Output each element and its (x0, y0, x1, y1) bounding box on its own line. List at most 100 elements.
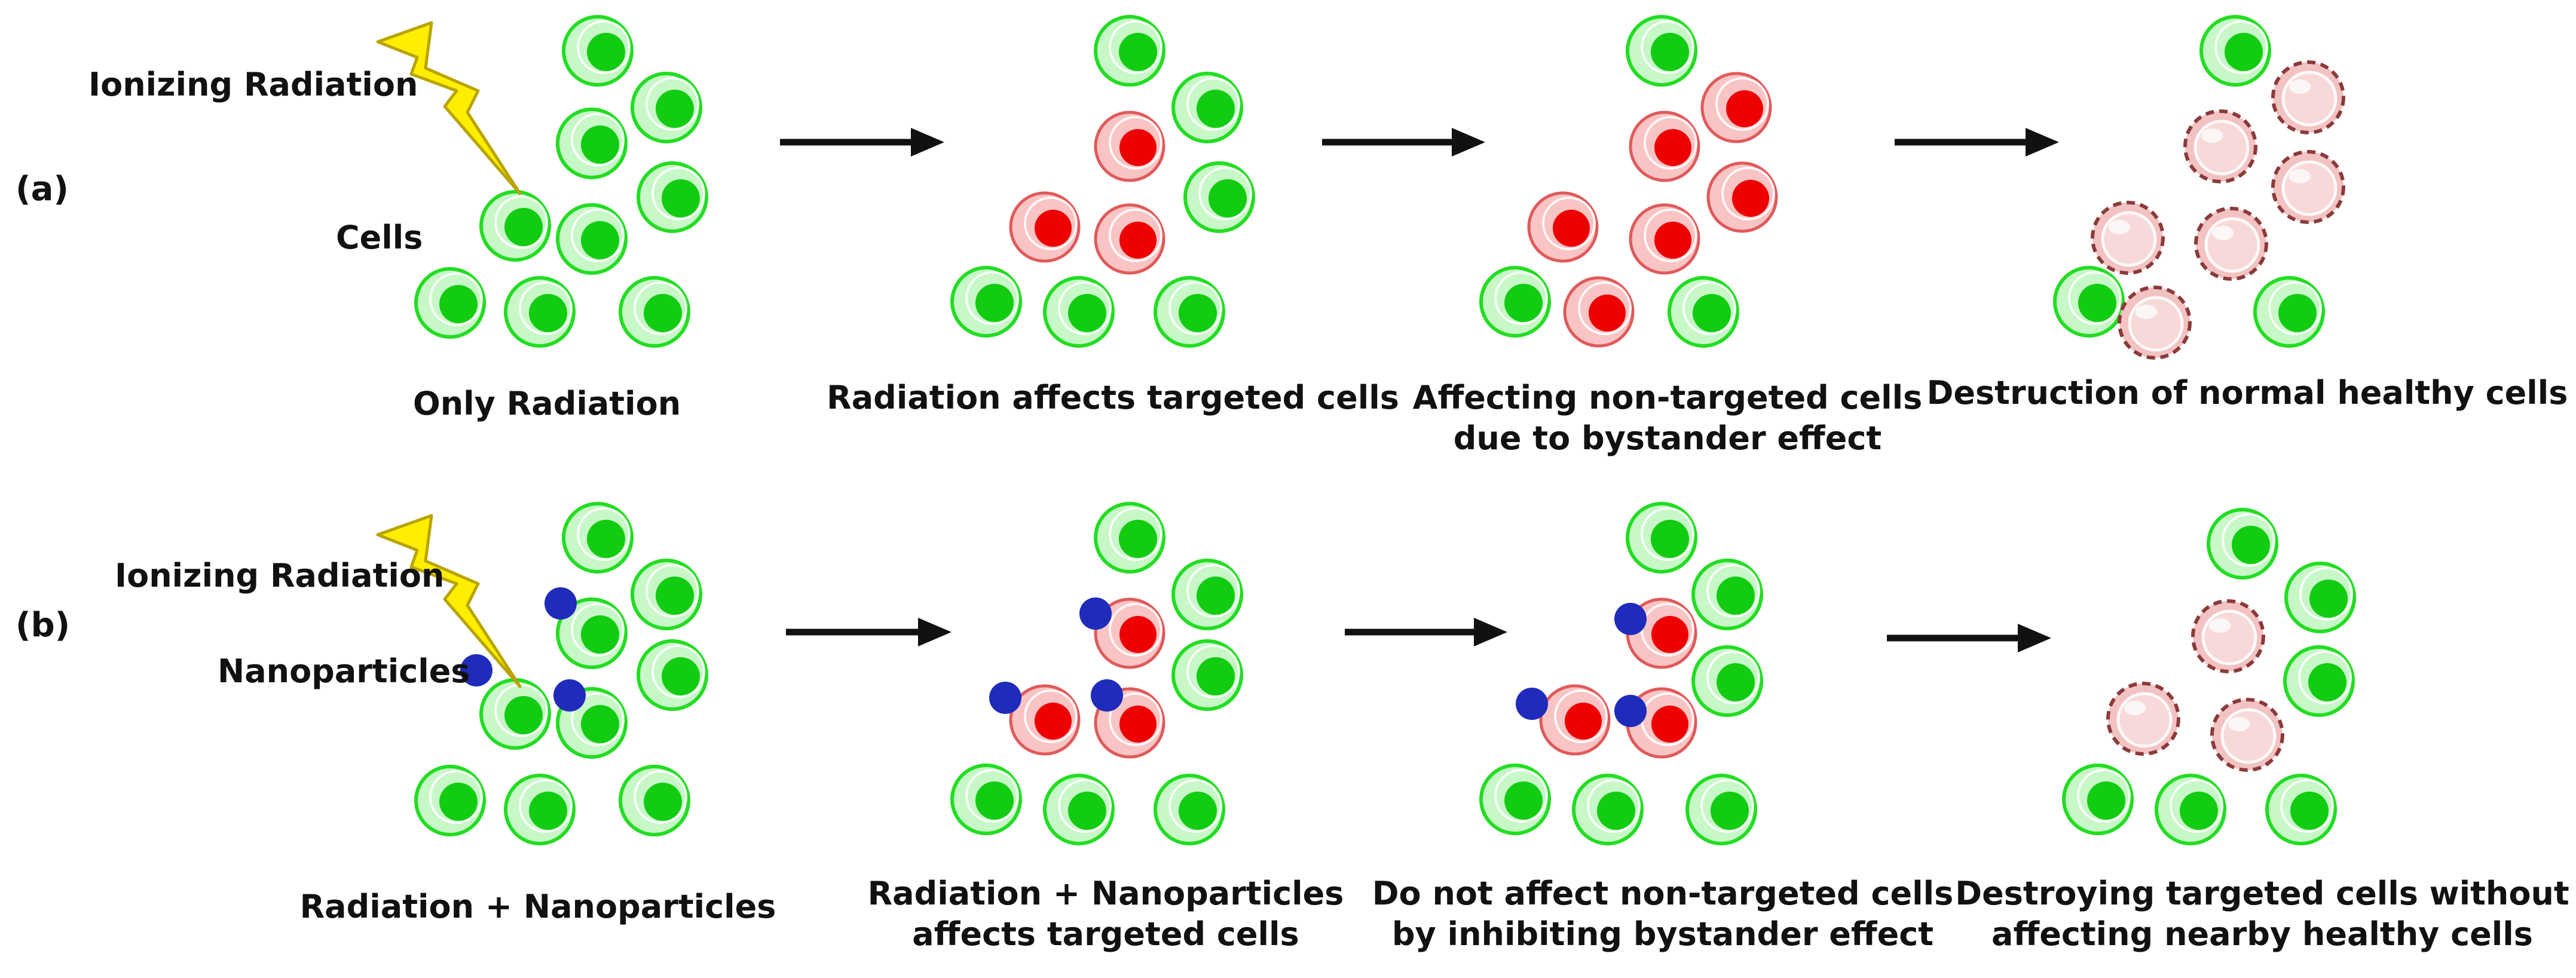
red-cell-icon (1563, 276, 1635, 348)
red-cell-icon (1629, 203, 1700, 275)
green-cell-icon (1668, 276, 1739, 348)
green-cell-icon (1626, 502, 1697, 574)
green-cell-icon (504, 276, 576, 348)
row-a-caption-2-line-1: Radiation affects targeted cells (827, 379, 1399, 416)
green-cell-icon (562, 502, 634, 574)
blue-dot-icon (1091, 679, 1123, 712)
bolts-layer (376, 21, 522, 688)
blue-dot-icon (553, 679, 586, 712)
row-b-caption-1-line-1: Radiation + Nanoparticles (299, 888, 776, 925)
green-cell-icon (1572, 774, 1644, 845)
blue-dot-icon (1079, 597, 1112, 630)
row-a-caption-3-line-1: Affecting non-targeted cells (1412, 379, 1923, 416)
green-cell-icon (504, 774, 576, 845)
row-b-caption-4-line-2: affecting nearby healthy cells (1991, 915, 2533, 953)
row-a-caption-4-line-1: Destruction of normal healthy cells (1926, 374, 2568, 412)
green-cell-icon (556, 203, 628, 275)
row-a-cells-label: Cells (336, 219, 423, 256)
green-cell-icon (2053, 266, 2125, 338)
green-cell-icon (619, 765, 690, 836)
green-cell-icon (1479, 764, 1551, 835)
dashed-pink-cell-icon (2106, 682, 2180, 756)
red-cell-icon (1094, 203, 1165, 275)
blue-dot-icon (1614, 603, 1647, 635)
red-cell-icon (1094, 111, 1165, 182)
green-cell-icon (1183, 161, 1255, 233)
green-cell-icon (950, 266, 1022, 338)
row-a-caption-1: Only Radiation (413, 384, 681, 424)
row-a-caption-1-line-1: Only Radiation (412, 385, 681, 422)
right-arrow-icon (1887, 624, 2051, 652)
red-cell-icon (1700, 72, 1772, 143)
green-cell-icon (950, 764, 1022, 835)
green-cell-icon (1154, 774, 1225, 845)
dashed-pink-cell-icon (2210, 698, 2284, 772)
green-cell-icon (1171, 639, 1243, 711)
row-b-caption-3-line-1: Do not affect non-targeted cells (1372, 875, 1954, 912)
green-cell-icon (1691, 559, 1763, 630)
row-b-caption-2-line-1: Radiation + Nanoparticles (867, 875, 1344, 912)
row-a-caption-2: Radiation affects targeted cells (827, 378, 1399, 418)
green-cell-icon (556, 108, 628, 179)
green-cell-icon (2207, 508, 2278, 580)
green-cell-icon (414, 267, 486, 339)
green-cell-icon (1094, 502, 1165, 574)
red-cell-icon (1706, 161, 1778, 233)
row-b-caption-4-line-1: Destroying targeted cells without (1955, 875, 2569, 912)
blue-dot-icon (989, 682, 1021, 714)
nanoparticles-layer (460, 587, 1647, 727)
dashed-pink-cell-icon (2091, 201, 2165, 275)
row-b-ionizing-radiation-label: Ionizing Radiation (115, 557, 445, 594)
green-cell-icon (1626, 15, 1697, 87)
row-b-caption-3: Do not affect non-targeted cells by inhi… (1372, 873, 1954, 954)
green-cell-icon (1094, 15, 1165, 87)
green-cell-icon (1685, 774, 1757, 845)
right-arrow-icon (1345, 618, 1507, 646)
green-cell-icon (1479, 266, 1551, 338)
red-cell-icon (1527, 191, 1599, 263)
green-cell-icon (2283, 645, 2355, 717)
green-cell-icon (2284, 562, 2356, 633)
green-cell-icon (1043, 276, 1115, 348)
row-b-label: (b) (16, 606, 71, 645)
dashed-pink-cell-icon (2271, 150, 2345, 224)
green-cell-icon (1691, 645, 1763, 717)
green-cell-icon (637, 639, 708, 711)
green-cell-icon (414, 765, 486, 836)
green-cell-icon (556, 597, 628, 669)
lightning-bolt-icon (376, 21, 522, 195)
row-b-caption-1: Radiation + Nanoparticles (300, 887, 776, 927)
green-cell-icon (631, 72, 702, 143)
green-cell-icon (2155, 774, 2226, 845)
dashed-pink-cell-icon (2194, 207, 2268, 281)
lightning-bolt-icon (376, 514, 522, 688)
blue-dot-icon (460, 654, 492, 686)
green-cell-icon (2199, 15, 2271, 87)
green-cell-icon (2265, 774, 2337, 845)
row-b-caption-2: Radiation + Nanoparticles affects target… (868, 873, 1344, 954)
blue-dot-icon (1614, 695, 1647, 727)
row-a-ionizing-radiation-label: Ionizing Radiation (88, 66, 418, 103)
blue-dot-icon (544, 587, 577, 620)
green-cell-icon (1154, 276, 1225, 348)
green-cell-icon (631, 559, 702, 630)
green-cell-icon (2062, 764, 2134, 835)
row-a-caption-3: Affecting non-targeted cells due to byst… (1413, 378, 1923, 458)
red-cell-icon (1094, 597, 1165, 669)
green-cell-icon (479, 190, 551, 262)
dashed-pink-cell-icon (2271, 60, 2345, 134)
green-cell-icon (1043, 774, 1115, 845)
green-cell-icon (562, 15, 634, 87)
row-a-label: (a) (16, 170, 69, 209)
red-cell-icon (1629, 111, 1700, 182)
right-arrow-icon (1322, 128, 1485, 157)
dashed-pink-cell-icon (2118, 286, 2192, 360)
right-arrow-icon (780, 128, 944, 157)
row-b-caption-4: Destroying targeted cells without affect… (1955, 873, 2569, 954)
green-cell-icon (479, 678, 551, 750)
right-arrow-icon (1895, 128, 2059, 157)
row-b-caption-2-line-2: affects targeted cells (912, 915, 1299, 953)
green-cell-icon (2253, 276, 2325, 348)
dashed-pink-cell-icon (2191, 599, 2265, 673)
